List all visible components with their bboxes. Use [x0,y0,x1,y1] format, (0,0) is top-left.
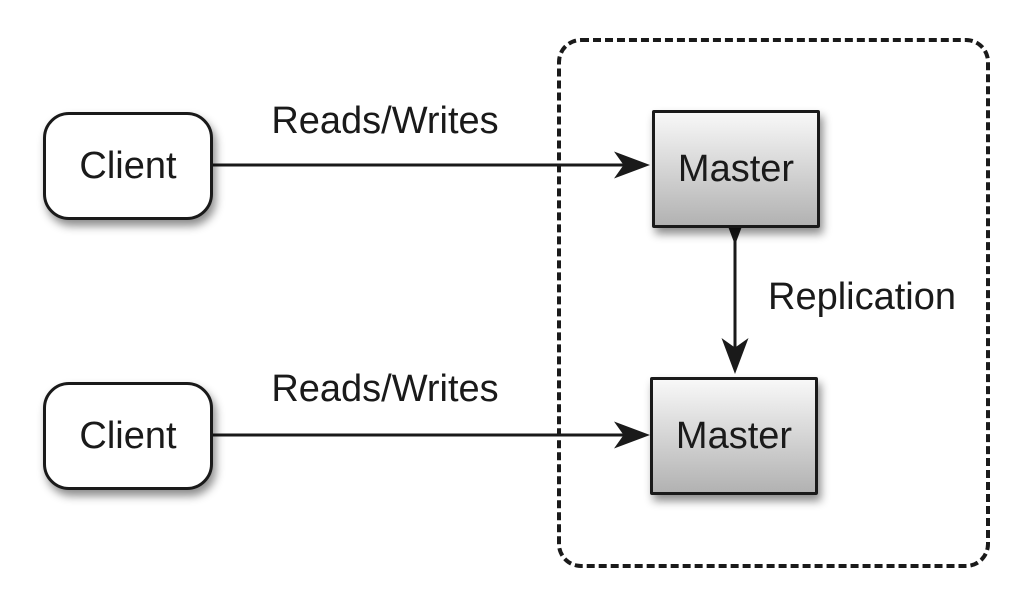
node-client-bottom: Client [43,382,213,490]
edge-label-reads-writes-bottom: Reads/Writes [271,368,499,410]
node-client-top-label: Client [79,145,177,187]
edge-label-reads-writes-top: Reads/Writes [271,100,499,142]
node-master-bottom-label: Master [675,415,793,457]
replication-boundary-box [557,38,990,568]
node-client-top: Client [43,112,213,220]
node-master-top: Master [652,110,820,228]
node-client-bottom-label: Client [79,415,177,457]
node-master-bottom: Master [650,377,818,495]
edge-label-replication: Replication [768,276,956,318]
node-master-top-label: Master [677,148,795,190]
